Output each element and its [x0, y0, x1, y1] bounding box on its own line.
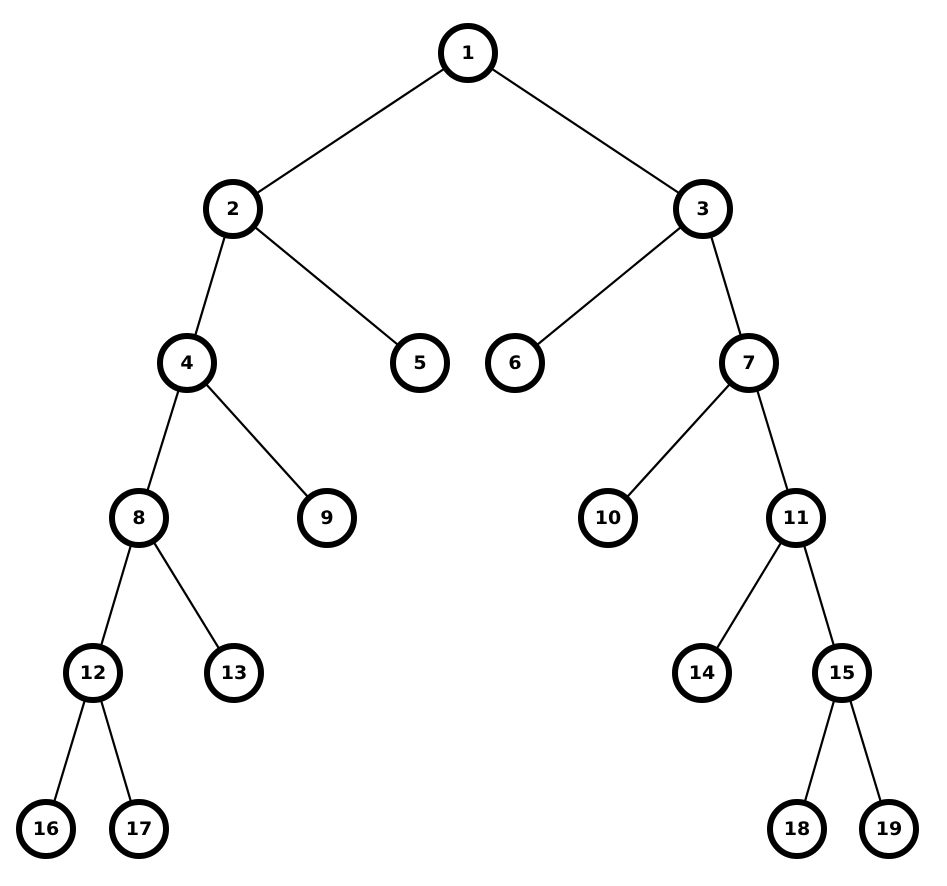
node-label: 3	[696, 198, 709, 220]
node-label: 15	[829, 662, 855, 684]
node-circle	[204, 643, 264, 703]
node-circle	[390, 333, 450, 393]
node-label: 16	[33, 818, 59, 840]
tree-node-17: 17	[109, 799, 169, 859]
node-circle	[109, 488, 169, 548]
tree-node-19: 19	[859, 799, 919, 859]
node-label: 2	[226, 198, 239, 220]
edge-8-13	[138, 517, 235, 674]
node-label: 11	[783, 507, 809, 529]
tree-node-16: 16	[16, 799, 76, 859]
node-label: 12	[80, 662, 106, 684]
tree-node-10: 10	[578, 488, 638, 548]
node-label: 14	[689, 662, 715, 684]
edge-1-3	[467, 52, 704, 210]
tree-node-13: 13	[204, 643, 264, 703]
tree-node-9: 9	[297, 488, 357, 548]
node-circle	[767, 799, 827, 859]
node-circle	[812, 643, 872, 703]
node-label: 10	[595, 507, 621, 529]
node-label: 9	[320, 507, 333, 529]
node-circle	[203, 179, 263, 239]
node-circle	[485, 333, 545, 393]
node-label: 13	[221, 662, 247, 684]
tree-node-8: 8	[109, 488, 169, 548]
node-circle	[766, 488, 826, 548]
node-circle	[16, 799, 76, 859]
edge-4-9	[186, 362, 328, 519]
tree-node-14: 14	[672, 643, 732, 703]
edge-3-6	[514, 208, 704, 364]
node-circle	[673, 179, 733, 239]
node-circle	[438, 23, 498, 83]
node-label: 17	[126, 818, 152, 840]
node-label: 7	[742, 352, 755, 374]
node-label: 18	[784, 818, 810, 840]
edge-1-2	[232, 52, 469, 210]
node-label: 5	[413, 352, 426, 374]
node-circle	[859, 799, 919, 859]
tree-node-12: 12	[63, 643, 123, 703]
node-circle	[297, 488, 357, 548]
edge-2-5	[232, 208, 421, 364]
tree-node-6: 6	[485, 333, 545, 393]
tree-edges	[44, 52, 891, 830]
node-label: 19	[876, 818, 902, 840]
tree-node-4: 4	[157, 333, 217, 393]
tree-node-7: 7	[719, 333, 779, 393]
tree-node-1: 1	[438, 23, 498, 83]
node-circle	[109, 799, 169, 859]
tree-node-3: 3	[673, 179, 733, 239]
tree-node-11: 11	[766, 488, 826, 548]
node-circle	[719, 333, 779, 393]
node-label: 4	[180, 352, 193, 374]
node-circle	[157, 333, 217, 393]
node-circle	[63, 643, 123, 703]
node-label: 6	[508, 352, 521, 374]
edge-7-10	[607, 362, 750, 519]
node-circle	[672, 643, 732, 703]
edge-11-14	[701, 517, 797, 674]
tree-node-5: 5	[390, 333, 450, 393]
tree-node-18: 18	[767, 799, 827, 859]
node-label: 8	[132, 507, 145, 529]
node-label: 1	[461, 42, 474, 64]
node-circle	[578, 488, 638, 548]
tree-node-2: 2	[203, 179, 263, 239]
tree-node-15: 15	[812, 643, 872, 703]
